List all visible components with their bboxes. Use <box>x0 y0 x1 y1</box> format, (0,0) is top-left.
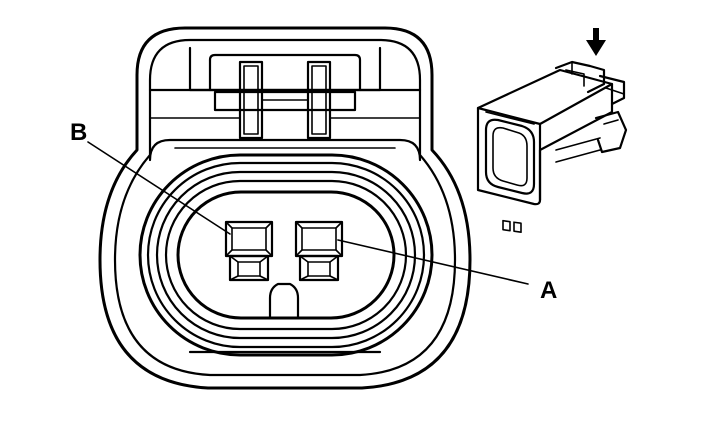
seal-rings <box>138 153 434 357</box>
terminal-cavity-a <box>294 220 344 282</box>
callout-label-b: B <box>70 119 87 146</box>
connector-iso-view <box>476 28 628 234</box>
locking-tab <box>148 46 422 162</box>
leader-line-a <box>337 239 529 285</box>
housing-outer-outline <box>98 26 472 390</box>
polarizing-key <box>268 282 300 320</box>
leader-line-b <box>87 141 231 235</box>
terminal-cavity-b <box>224 220 274 282</box>
connector-face-view <box>98 26 472 390</box>
callout-label-a: A <box>540 277 557 304</box>
down-arrow-icon <box>586 28 606 56</box>
